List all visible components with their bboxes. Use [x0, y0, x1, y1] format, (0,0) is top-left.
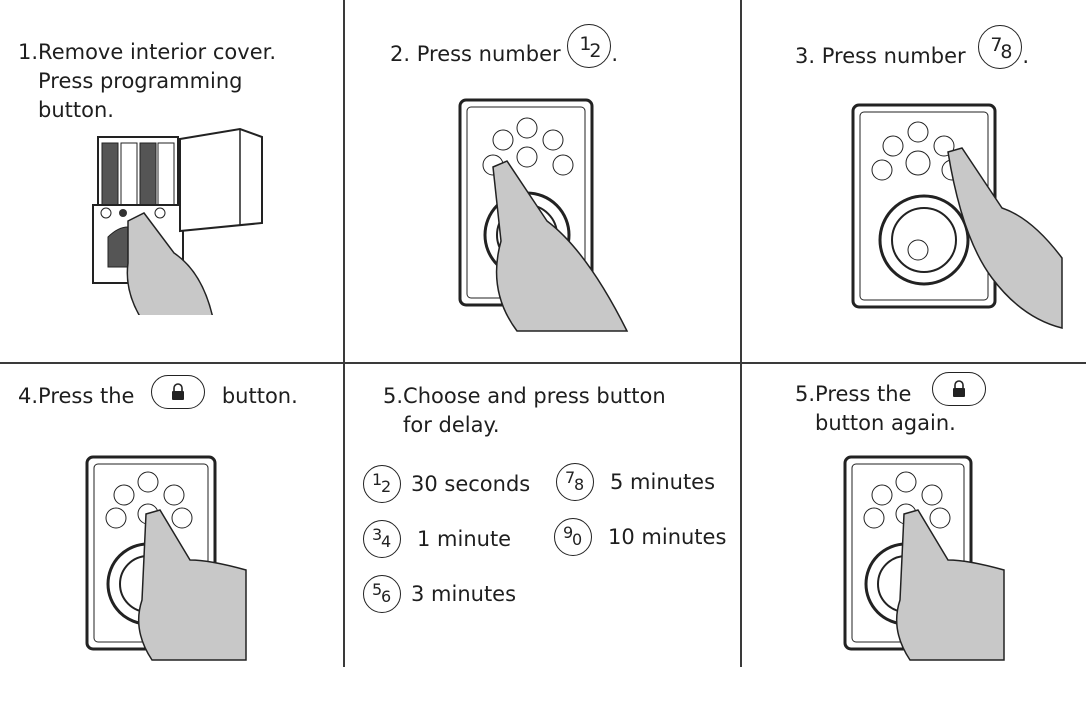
step-1-text: 1.Remove interior cover. Press programmi… [18, 38, 276, 125]
lock-button-icon [151, 375, 206, 409]
step-1-line-2: Press programming [38, 69, 243, 93]
step-4-label: Press the [38, 384, 135, 408]
step-number: 4. [18, 384, 39, 408]
step-number: 3. [795, 44, 816, 68]
keypad-lock-illustration-step-6 [843, 455, 1005, 661]
step-number: 1. [18, 40, 39, 64]
step-4-text: 4.Press the button. [18, 375, 298, 411]
step-1-line-3: button. [38, 98, 114, 122]
step-number: 5. [795, 382, 816, 406]
vertical-divider-left [343, 0, 345, 667]
step-6-text: 5.Press the button again. [795, 372, 987, 438]
delay-label: 3 minutes [411, 582, 517, 606]
delay-label: 10 minutes [608, 525, 727, 549]
step-5-line-1: Choose and press button [403, 384, 666, 408]
step-5-line-2: for delay. [403, 413, 500, 437]
step-2-label: Press number [416, 42, 561, 66]
step-4-label-end: button. [221, 384, 298, 408]
delay-label: 1 minute [417, 527, 512, 551]
vertical-divider-right [740, 0, 742, 667]
step-3-label: Press number [821, 44, 966, 68]
step-1-line-1: Remove interior cover. [38, 40, 276, 64]
step-number: 5. [383, 384, 404, 408]
keypad-lock-illustration-step-2 [458, 98, 629, 332]
interior-cover-illustration [92, 127, 263, 315]
lock-button-icon [932, 372, 987, 406]
step-5-text: 5.Choose and press button for delay. [383, 382, 666, 440]
delay-label: 30 seconds [411, 472, 531, 496]
step-6-line-2: button again. [815, 411, 956, 435]
step-6-label: Press the [815, 382, 912, 406]
horizontal-divider [0, 362, 1086, 364]
delay-label: 5 minutes [610, 470, 716, 494]
step-number: 2. [390, 42, 411, 66]
keypad-lock-illustration-step-3 [851, 103, 1063, 329]
keypad-lock-illustration-step-4 [85, 455, 247, 661]
